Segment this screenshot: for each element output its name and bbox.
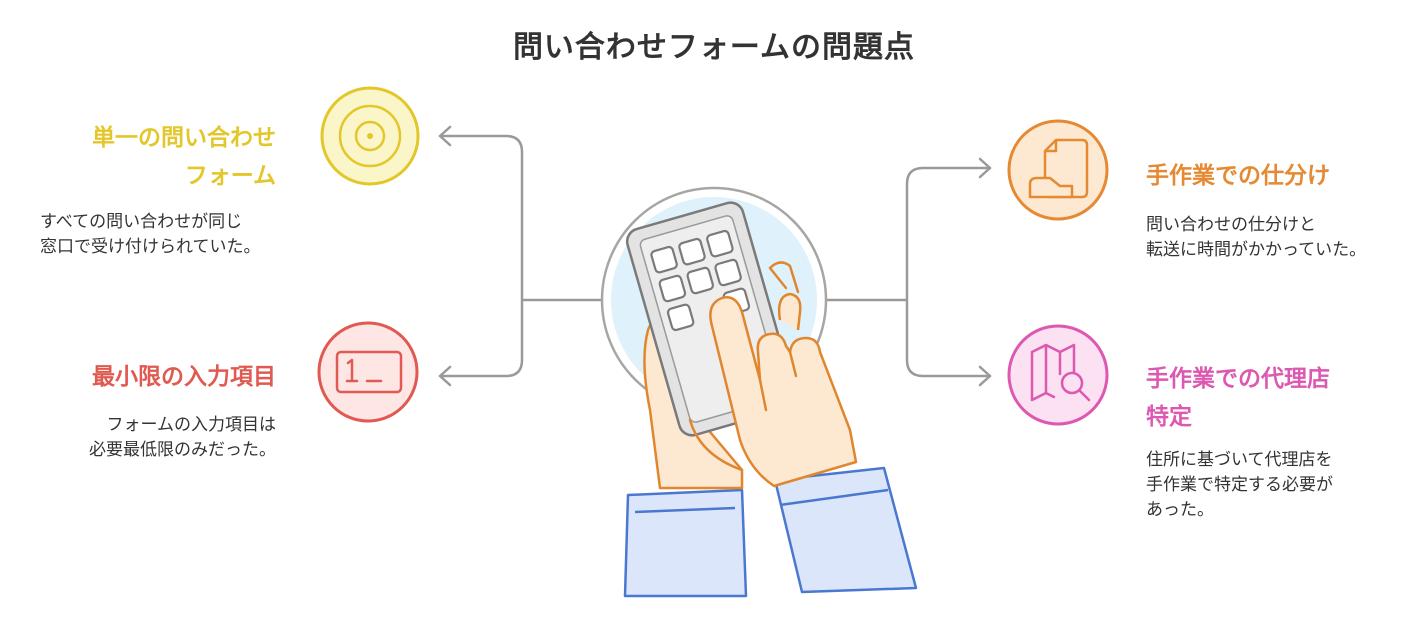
- map-search-icon: [1007, 324, 1109, 426]
- arrow-head-right-bottom: [978, 365, 992, 387]
- description-single-form: すべての問い合わせが同じ 窓口で受け付けられていた。: [40, 212, 261, 257]
- arrow-head-right-top: [978, 157, 992, 179]
- description-minimal-fields: フォームの入力項目は 必要最低限のみだった。: [89, 415, 276, 460]
- heading-manual-sorting: 手作業での仕分け: [1146, 163, 1330, 189]
- hands-holding-phone-keypad-icon: [600, 186, 918, 598]
- heading-minimal-fields: 最小限の入力項目: [92, 364, 276, 390]
- connectors: [438, 125, 992, 387]
- connector-right: [824, 166, 992, 378]
- document-hand-icon: [1007, 119, 1109, 221]
- arrow-head-left-top: [438, 125, 452, 147]
- description-manual-sorting: 問い合わせの仕分けと 転送に時間がかかっていた。: [1146, 215, 1367, 260]
- input-field-icon: [317, 321, 419, 423]
- arrow-head-left-bottom: [438, 365, 452, 387]
- heading-single-form: 単一の問い合わせ フォーム: [92, 125, 276, 189]
- heading-manual-agency: 手作業での代理店 特定: [1146, 366, 1330, 430]
- diagram-title: 問い合わせフォームの問題点: [512, 30, 916, 65]
- target-icon: [320, 86, 420, 186]
- connector-left: [438, 134, 604, 378]
- description-manual-agency: 住所に基づいて代理店を 手作業で特定する必要が あった。: [1146, 450, 1333, 520]
